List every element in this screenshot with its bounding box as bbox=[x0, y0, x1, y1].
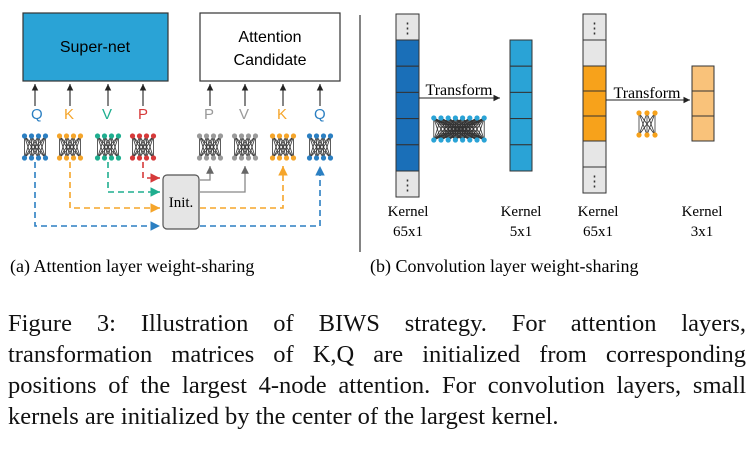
label-q-supernet: Q bbox=[31, 106, 43, 123]
large-kernel-orange-center bbox=[582, 65, 607, 142]
attention-node-blocks bbox=[21, 133, 334, 161]
figure-caption: Figure 3: Illustration of BIWS strategy.… bbox=[8, 308, 746, 432]
large-kernel-orange-upper bbox=[582, 39, 607, 67]
figure-illustration: Super-net Attention Candidate Q K V P P … bbox=[10, 12, 723, 277]
label-k-supernet: K bbox=[64, 106, 74, 123]
candidate-label-line2: Candidate bbox=[234, 52, 307, 69]
caption-b: (b) Convolution layer weight-sharing bbox=[370, 256, 638, 277]
kernel-3-label: Kernel bbox=[682, 204, 723, 220]
svg-text:⋮: ⋮ bbox=[400, 21, 415, 37]
p-node-block bbox=[129, 133, 157, 161]
svg-text:⋮: ⋮ bbox=[400, 178, 415, 194]
init-box bbox=[162, 174, 200, 230]
init-dashed-paths bbox=[34, 162, 325, 231]
kernel-5-size: 5x1 bbox=[510, 224, 533, 240]
large-kernel-orange-bottom: ⋮ bbox=[582, 166, 607, 194]
label-q-candidate: Q bbox=[314, 106, 326, 123]
large-kernel-orange-lower bbox=[582, 140, 607, 168]
svg-text:⋮: ⋮ bbox=[587, 21, 602, 37]
kernel-65-label-2: Kernel bbox=[578, 204, 619, 220]
label-p-supernet: P bbox=[138, 106, 148, 123]
large-kernel-blue-top: ⋮ bbox=[395, 13, 420, 41]
attention-candidate-box bbox=[199, 12, 341, 82]
convolution-kernels: ⋮ ⋮ ⋮ ⋮ bbox=[395, 13, 715, 198]
large-kernel-blue-bottom: ⋮ bbox=[395, 170, 420, 198]
candidate-q-node-block bbox=[306, 133, 334, 161]
label-v-candidate: V bbox=[239, 106, 249, 123]
blue-transform-nodes bbox=[431, 115, 487, 143]
kernel-3-size: 3x1 bbox=[691, 224, 714, 240]
small-kernel-orange bbox=[691, 65, 715, 142]
supernet-output-arrows bbox=[31, 84, 324, 106]
init-gray-paths bbox=[200, 166, 249, 193]
svg-text:⋮: ⋮ bbox=[587, 174, 602, 190]
supernet-box bbox=[22, 12, 169, 82]
figure-caption-text: Illustration of BIWS strategy. For atten… bbox=[8, 310, 746, 430]
q-node-block bbox=[21, 133, 49, 161]
orange-transform-nodes bbox=[636, 110, 658, 138]
kernel-65-size-2: 65x1 bbox=[583, 224, 613, 240]
candidate-v-node-block bbox=[231, 133, 259, 161]
candidate-p-node-block bbox=[196, 133, 224, 161]
supernet-label: Super-net bbox=[60, 39, 131, 56]
kernel-5-label: Kernel bbox=[501, 204, 542, 220]
label-v-supernet: V bbox=[102, 106, 112, 123]
large-kernel-orange-top: ⋮ bbox=[582, 13, 607, 41]
candidate-label-line1: Attention bbox=[238, 29, 301, 46]
figure-caption-prefix: Figure 3: bbox=[8, 310, 141, 337]
k-node-block bbox=[56, 133, 84, 161]
label-k-candidate: K bbox=[277, 106, 287, 123]
transform-label-blue: Transform bbox=[426, 82, 494, 99]
transform-node-blocks bbox=[431, 110, 658, 143]
small-kernel-blue bbox=[509, 39, 533, 172]
caption-a: (a) Attention layer weight-sharing bbox=[10, 256, 254, 277]
v-node-block bbox=[94, 133, 122, 161]
large-kernel-blue-center bbox=[395, 39, 420, 172]
kernel-65-label-1: Kernel bbox=[388, 204, 429, 220]
transform-label-orange: Transform bbox=[614, 85, 682, 102]
candidate-k-node-block bbox=[269, 133, 297, 161]
kernel-65-size-1: 65x1 bbox=[393, 224, 423, 240]
init-label: Init. bbox=[169, 195, 194, 211]
label-p-candidate: P bbox=[204, 106, 214, 123]
